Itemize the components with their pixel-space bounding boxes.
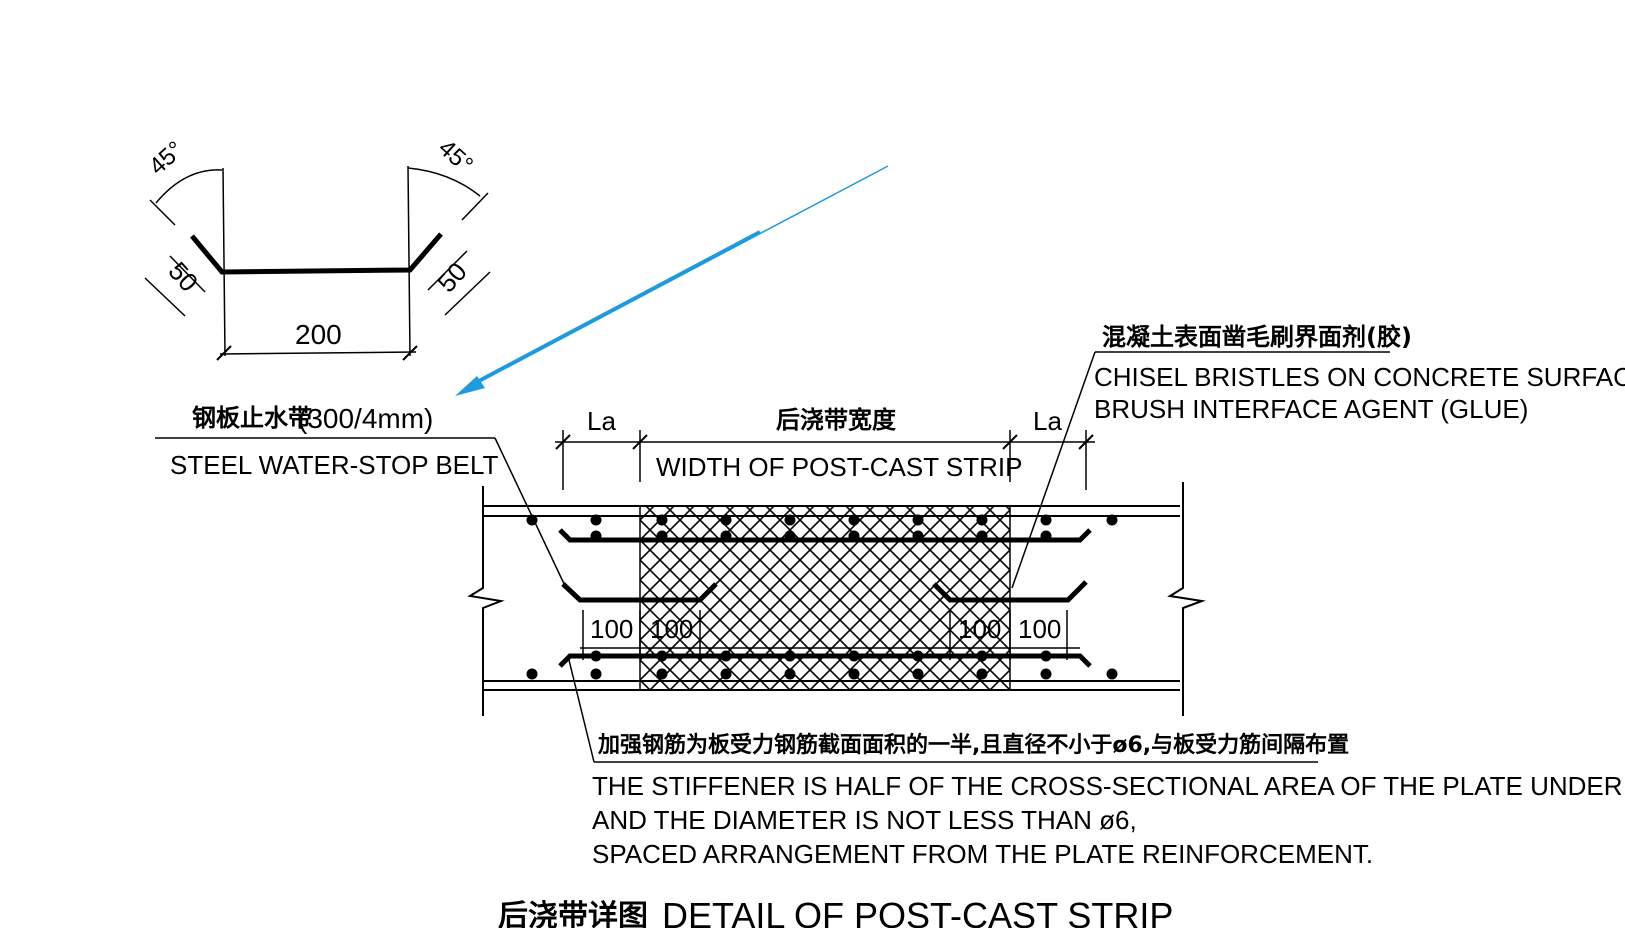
base-dim-tick-left <box>216 345 232 361</box>
rebar-dot <box>526 668 538 680</box>
surface-label-en-2: BRUSH INTERFACE AGENT (GLUE) <box>1094 394 1528 424</box>
rebar-dot <box>1040 514 1052 526</box>
rebar-dot <box>848 650 860 662</box>
waterstop-label-cn: 钢板止水带 <box>192 404 312 432</box>
rebar-dot <box>912 650 924 662</box>
waterstop-spec: (300/4mm) <box>298 403 433 434</box>
profile-extension-left <box>222 167 226 357</box>
rebar-dot <box>976 530 988 542</box>
stiffener-label-en-2: AND THE DIAMETER IS NOT LESS THAN ø6, <box>592 805 1137 835</box>
rebar-dot <box>656 514 668 526</box>
rebar-dot <box>656 668 668 680</box>
flange-label-right: 50 <box>431 256 473 298</box>
rebar-dot <box>848 514 860 526</box>
dim-100-d: 100 <box>1018 614 1061 644</box>
la-label-left: La <box>587 406 616 436</box>
width-dimensions: La La 后浇带宽度 WIDTH OF POST-CAST STRIP <box>555 406 1095 490</box>
rebar-dot <box>1106 668 1118 680</box>
strip-width-label-cn: 后浇带宽度 <box>776 406 897 434</box>
angle-label-left: 45° <box>144 136 189 180</box>
angle-line-left <box>149 199 176 226</box>
width-tick-2 <box>632 434 648 450</box>
rebar-dot <box>720 668 732 680</box>
flange-dim-left-ext <box>169 255 206 293</box>
dim-100-c: 100 <box>958 614 1001 644</box>
angle-line-right <box>461 192 489 221</box>
strip-width-label-en: WIDTH OF POST-CAST STRIP <box>656 452 1022 482</box>
la-label-right: La <box>1033 406 1062 436</box>
width-tick-3 <box>1002 434 1018 450</box>
rebar-dot <box>720 650 732 662</box>
base-width-label: 200 <box>295 319 342 350</box>
rebar-dot <box>912 530 924 542</box>
rebar-dot <box>1040 530 1052 542</box>
rebar-dot <box>976 668 988 680</box>
stiffener-label-en-3: SPACED ARRANGEMENT FROM THE PLATE REINFO… <box>592 839 1373 869</box>
pointer-arrow <box>455 165 889 396</box>
rebar-dot <box>1106 514 1118 526</box>
rebar-dot <box>656 650 668 662</box>
waterstop-profile-outline <box>190 232 443 275</box>
surface-label-en-1: CHISEL BRISTLES ON CONCRETE SURFACE, <box>1094 362 1625 392</box>
slab-section <box>467 482 1206 716</box>
rebar-dot <box>784 514 796 526</box>
surface-callout: 混凝土表面凿毛刷界面剂(胶) CHISEL BRISTLES ON CONCRE… <box>1011 323 1625 589</box>
rebar-dot <box>656 530 668 542</box>
width-tick-4 <box>1078 434 1094 450</box>
rebar-dot <box>720 530 732 542</box>
stiffener-label-cn: 加强钢筋为板受力钢筋截面面积的一半,且直径不小于ø6,与板受力筋间隔布置 <box>597 732 1349 758</box>
waterstop-leader <box>494 437 567 589</box>
surface-label-cn: 混凝土表面凿毛刷界面剂(胶) <box>1102 323 1412 351</box>
waterstop-callout: 钢板止水带 (300/4mm) STEEL WATER-STOP BELT <box>155 403 567 589</box>
angle-arc-right <box>407 167 481 197</box>
rebar-dot <box>784 530 796 542</box>
rebar-dots <box>526 514 1118 680</box>
flange-dim-right <box>444 271 491 316</box>
angle-label-right: 45° <box>433 134 478 178</box>
pointer-arrow-body <box>476 230 761 384</box>
rebar-dot <box>976 650 988 662</box>
angle-arc-left <box>155 169 223 204</box>
stiffener-leader <box>567 655 595 763</box>
rebar-dot <box>590 514 602 526</box>
base-dim-line <box>219 351 417 355</box>
rebar-dot <box>1040 668 1052 680</box>
rebar-dot <box>784 650 796 662</box>
flange-label-left: 50 <box>163 256 205 298</box>
rebar-dot <box>720 514 732 526</box>
rebar-dot <box>590 668 602 680</box>
stiffener-callout: 加强钢筋为板受力钢筋截面面积的一半,且直径不小于ø6,与板受力筋间隔布置 THE… <box>567 655 1625 869</box>
profile-extension-right <box>407 165 411 357</box>
rebar-dot <box>912 514 924 526</box>
dim-100-labels: 100 100 100 100 <box>590 614 1061 644</box>
drawing-title: 后浇带详图 DETAIL OF POST-CAST STRIP <box>498 895 1173 928</box>
rebar-dot <box>784 668 796 680</box>
stiffener-bar-bottom <box>558 653 1092 668</box>
rebar-dot <box>590 530 602 542</box>
flange-dim-right-ext <box>427 250 468 291</box>
waterstop-plate-right <box>932 580 1088 603</box>
surface-leader <box>1011 351 1096 589</box>
rebar-dot <box>912 668 924 680</box>
title-en: DETAIL OF POST-CAST STRIP <box>662 895 1173 928</box>
rebar-dot <box>976 514 988 526</box>
waterstop-label-en: STEEL WATER-STOP BELT <box>170 450 499 480</box>
stiffener-label-en-1: THE STIFFENER IS HALF OF THE CROSS-SECTI… <box>592 771 1625 801</box>
dim-100-a: 100 <box>590 614 633 644</box>
rebar-dot <box>848 668 860 680</box>
waterstop-plate-left <box>561 582 718 603</box>
rebar-dot <box>1040 650 1052 662</box>
base-dim-tick-right <box>402 345 418 361</box>
dim-100-b: 100 <box>650 614 693 644</box>
break-line-right <box>1167 482 1206 716</box>
stiffener-bar-top <box>558 528 1092 543</box>
break-line-left <box>467 486 505 716</box>
rebar-dot <box>848 530 860 542</box>
rebar-dot <box>590 650 602 662</box>
flange-dim-left <box>144 277 186 317</box>
width-tick-1 <box>555 434 571 450</box>
waterstop-profile: 45° 45° 50 50 200 <box>144 134 491 361</box>
title-cn: 后浇带详图 <box>498 899 648 928</box>
